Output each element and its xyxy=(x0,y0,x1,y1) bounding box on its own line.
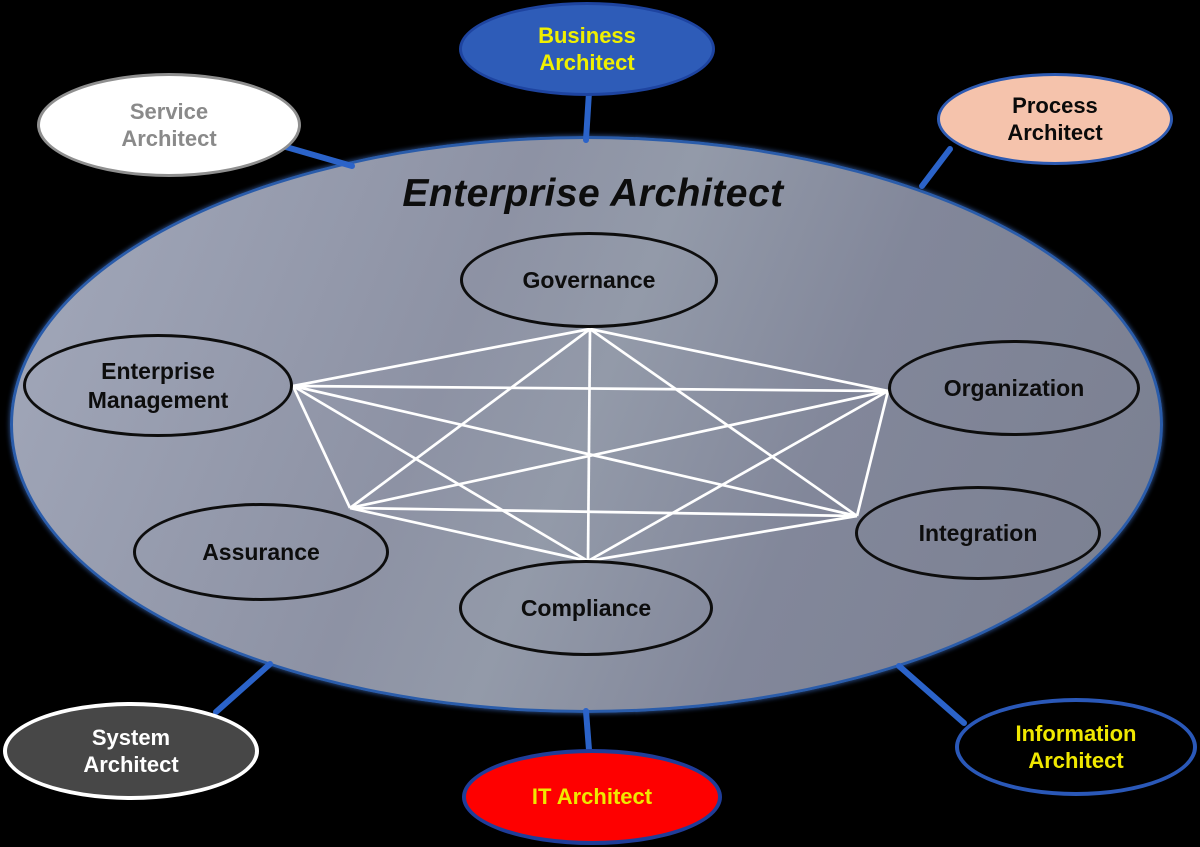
mesh-edge xyxy=(291,385,352,509)
node-system-architect: System Architect xyxy=(3,702,259,800)
connector-it-architect xyxy=(583,708,592,753)
mesh-edge xyxy=(586,328,592,562)
node-service-architect: Service Architect xyxy=(37,73,301,177)
node-assurance: Assurance xyxy=(133,503,389,601)
mesh-edge xyxy=(587,514,858,563)
mesh-edge xyxy=(349,327,591,510)
mesh-edge xyxy=(589,327,858,518)
node-business-architect: Business Architect xyxy=(459,2,715,96)
node-governance: Governance xyxy=(460,232,718,328)
mesh-edge xyxy=(292,327,591,388)
mesh-edge xyxy=(589,327,889,393)
mesh-edge xyxy=(587,389,889,563)
mesh-edge xyxy=(349,389,889,510)
connector-system-architect xyxy=(213,661,273,715)
mesh-edge xyxy=(349,506,589,563)
node-enterprise-management: Enterprise Management xyxy=(23,334,293,437)
diagram-title: Enterprise Architect xyxy=(402,172,784,215)
mesh-edge xyxy=(292,384,858,518)
connector-business-architect xyxy=(583,89,592,143)
node-it-architect: IT Architect xyxy=(462,749,722,845)
mesh-edge xyxy=(349,506,858,518)
connector-service-architect xyxy=(283,144,355,169)
node-information-architect: Information Architect xyxy=(955,698,1197,796)
connector-process-architect xyxy=(919,146,953,189)
connector-information-architect xyxy=(896,663,967,726)
mesh-edge xyxy=(292,384,589,563)
mesh-edge xyxy=(855,390,890,517)
node-process-architect: Process Architect xyxy=(937,73,1173,165)
node-integration: Integration xyxy=(855,486,1101,580)
node-compliance: Compliance xyxy=(459,560,713,656)
node-organization: Organization xyxy=(888,340,1140,436)
mesh-edge xyxy=(292,384,889,393)
